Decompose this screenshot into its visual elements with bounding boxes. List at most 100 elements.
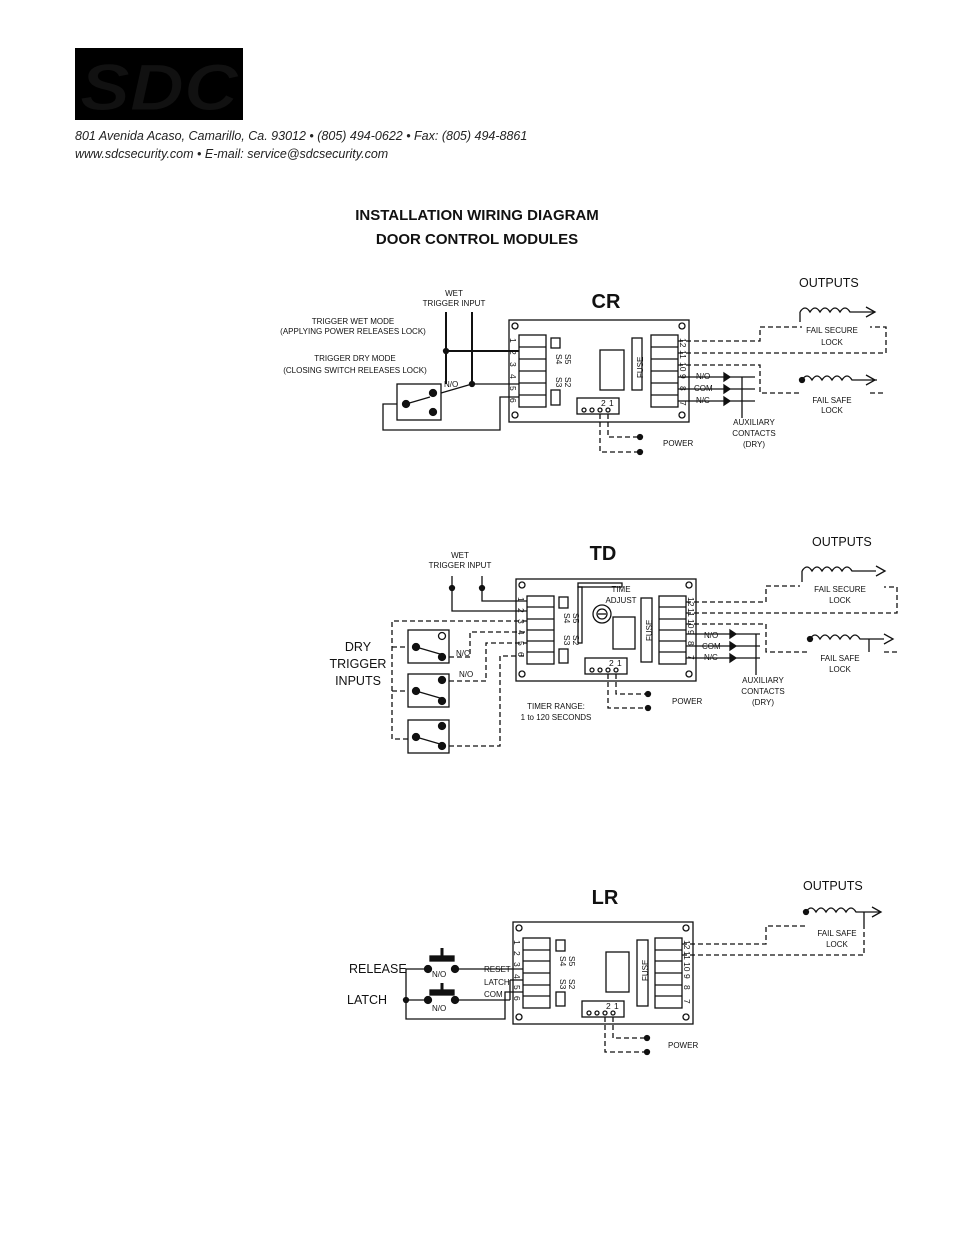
- td-switch-label: S4: [562, 613, 572, 624]
- td-wet-trigger-label-1: WET: [451, 551, 469, 560]
- td-power-connector: [584, 657, 628, 675]
- cr-fail-safe-label-1: FAIL SAFE: [812, 396, 851, 405]
- td-contact-label: N/O: [704, 631, 718, 640]
- td-left-terminal-number: 3: [516, 619, 526, 624]
- cr-switch-label: S2: [563, 377, 573, 388]
- lr-right-terminal-number: 10: [682, 962, 692, 972]
- td-auxiliary-label-3: (DRY): [752, 698, 774, 707]
- cr-title: CR: [592, 291, 621, 313]
- td-board: [515, 578, 697, 682]
- td-dry-trigger-switch: [407, 629, 450, 664]
- lr-switch: [555, 939, 566, 952]
- td-dry-trigger-switch: [407, 719, 450, 754]
- cr-auxiliary-label-2: CONTACTS: [732, 429, 775, 438]
- td-switch-label: S3: [562, 635, 572, 646]
- lr-power-connector: [581, 1000, 625, 1018]
- cr-auxiliary-label-3: (DRY): [743, 440, 765, 449]
- td-section: TD WET TRIGGER INPUT TIME ADJUST 1 2 3 4…: [330, 535, 898, 754]
- td-time-adjust-label-1: TIME: [611, 585, 630, 594]
- td-right-terminal-number: 9: [686, 630, 696, 635]
- lr-title: LR: [592, 887, 619, 909]
- lr-outputs-label: OUTPUTS: [803, 879, 863, 893]
- page-title: INSTALLATION WIRING DIAGRAM: [355, 207, 599, 224]
- cr-mount-hole: [511, 322, 519, 330]
- lr-latch-label: LATCH: [347, 993, 387, 1007]
- lr-release-button: [429, 955, 455, 962]
- td-dry-trigger-switch: [407, 673, 450, 708]
- cr-fuse: [631, 337, 643, 391]
- lr-no-label: N/O: [432, 970, 446, 979]
- td-switch: [558, 648, 569, 664]
- td-fuse: [640, 597, 653, 663]
- cr-right-terminal-number: 12: [678, 338, 688, 348]
- td-switch-label: S5: [571, 613, 581, 624]
- td-auxiliary-label-2: CONTACTS: [741, 687, 784, 696]
- cr-mount-hole: [678, 322, 686, 330]
- cr-left-terminal-number: 6: [508, 398, 518, 403]
- lr-terminal-label: RESET: [484, 965, 511, 974]
- td-timer-chip: [577, 586, 583, 644]
- td-relay: [612, 616, 636, 650]
- td-time-adjust-knob[interactable]: [592, 604, 612, 624]
- lr-left-terminal-number: 2: [512, 951, 522, 956]
- td-right-terminal-number: 8: [686, 641, 696, 646]
- cr-no-label: N/O: [444, 380, 458, 389]
- lr-switch-label: S2: [567, 979, 577, 990]
- cr-dry-switch: [396, 383, 442, 421]
- cr-dry-mode-label-2: (CLOSING SWITCH RELEASES LOCK): [283, 366, 427, 375]
- td-timer-range-label-1: TIMER RANGE:: [527, 702, 585, 711]
- cr-power-pin-label: 1: [609, 398, 614, 408]
- cr-left-terminal-number: 3: [508, 362, 518, 367]
- lr-section: LR 1 2 3 4 5 6 S5 S4 S3 S2 FUSE 12 11 10…: [347, 879, 883, 1056]
- td-left-terminal-number: 5: [516, 641, 526, 646]
- cr-switch-label: S5: [563, 354, 573, 365]
- cr-relay: [599, 349, 625, 391]
- td-dry-inputs-label-2: TRIGGER: [330, 657, 387, 671]
- lr-no-label: N/O: [432, 1004, 446, 1013]
- lr-fail-safe-label-2: LOCK: [826, 940, 848, 949]
- cr-wire: [678, 326, 802, 342]
- lr-terminal-label: COM: [484, 990, 503, 999]
- lr-right-terminal-number: 8: [682, 985, 692, 990]
- td-power-pin-label: 1: [617, 658, 622, 668]
- svg-text:SDC: SDC: [80, 50, 240, 120]
- cr-fuse-label: FUSE: [636, 357, 645, 378]
- td-power-pin-label: 2: [609, 658, 614, 668]
- cr-left-terminal-number: 5: [508, 386, 518, 391]
- lr-fuse-label: FUSE: [641, 960, 650, 981]
- page-subtitle: DOOR CONTROL MODULES: [375, 231, 579, 248]
- td-switch: [558, 596, 569, 609]
- td-dry-inputs-label-1: DRY: [345, 640, 372, 654]
- td-fail-secure-coil: [801, 566, 876, 573]
- cr-auxiliary-label-1: AUXILIARY: [733, 418, 775, 427]
- td-contact-label: N/C: [704, 653, 718, 662]
- cr-board: [508, 319, 690, 423]
- td-fail-secure-label-2: LOCK: [829, 596, 851, 605]
- cr-fail-safe-label-2: LOCK: [821, 406, 843, 415]
- lr-left-terminal-number: 6: [512, 996, 522, 1001]
- td-outputs-label: OUTPUTS: [812, 535, 872, 549]
- cr-switch-label: S3: [554, 377, 564, 388]
- lr-right-terminal-number: 7: [682, 999, 692, 1004]
- cr-fail-secure-coil: [799, 307, 875, 314]
- cr-wet-trigger-label-2: TRIGGER INPUT: [423, 299, 486, 308]
- td-time-adjust-bar: [577, 582, 623, 588]
- cr-outputs-label: OUTPUTS: [799, 276, 859, 290]
- td-timer-range-label-2: 1 to 120 SECONDS: [521, 713, 592, 722]
- td-contact-label: COM: [702, 642, 721, 651]
- lr-fail-safe-coil: [805, 907, 880, 914]
- lr-release-label: RELEASE: [349, 962, 407, 976]
- lr-relay: [605, 951, 630, 993]
- cr-contact-label: N/O: [696, 372, 710, 381]
- td-nc-label: N/C: [456, 649, 470, 658]
- td-title: TD: [590, 543, 617, 565]
- lr-left-terminal-number: 3: [512, 962, 522, 967]
- cr-section: CR WET TRIGGER INPUT TRIGGER WET MODE (A…: [280, 276, 887, 456]
- lr-left-terminal-number: 1: [512, 940, 522, 945]
- cr-left-terminal-number: 4: [508, 374, 518, 379]
- cr-contact-label: N/C: [696, 396, 710, 405]
- cr-mount-hole: [511, 411, 519, 419]
- lr-switch-label: S3: [558, 979, 568, 990]
- cr-power-connector: [576, 397, 620, 415]
